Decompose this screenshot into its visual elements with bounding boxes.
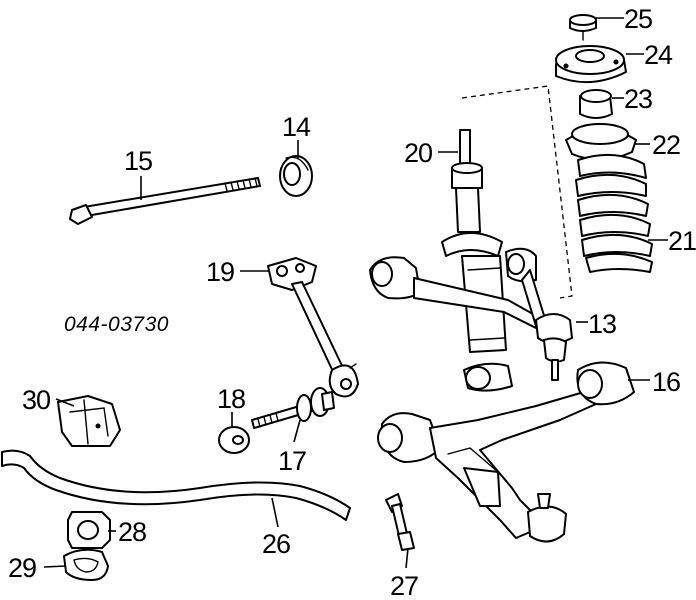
callout-21: 21 [668, 226, 696, 256]
part-18-washer [218, 426, 250, 454]
part-15-long-bolt [69, 177, 261, 225]
callout-13: 13 [588, 309, 616, 339]
callout-23: 23 [624, 84, 652, 114]
callout-25: 25 [624, 4, 652, 34]
callout-20: 20 [404, 138, 432, 168]
part-19-link-rod [267, 257, 359, 398]
part-28-bushing [67, 511, 111, 549]
part-30-bracket [57, 395, 121, 447]
part-14-bushing [279, 155, 313, 197]
callout-22: 22 [652, 130, 680, 160]
part-24-strut-mount [555, 45, 627, 84]
assembly-dashed-outline [461, 85, 573, 299]
callout-24: 24 [644, 40, 673, 70]
part-27-end-link [385, 493, 415, 551]
callout-14: 14 [282, 112, 311, 142]
callout-27: 27 [390, 571, 418, 600]
part-29-clamp [63, 548, 109, 581]
callout-18: 18 [217, 384, 245, 414]
callout-16: 16 [652, 367, 680, 397]
part-13-upper-arm [369, 247, 573, 381]
callout-30: 30 [22, 385, 50, 415]
part-23-spring-seat [579, 89, 613, 119]
callout-17: 17 [278, 446, 306, 476]
callout-29: 29 [8, 553, 36, 583]
part-25-nut [569, 14, 597, 41]
part-16-lower-arm [377, 361, 635, 543]
part-20-shock-absorber [441, 129, 513, 392]
callout-26: 26 [262, 529, 290, 559]
callout-19: 19 [206, 257, 234, 287]
part-26-stabilizer-bar [1, 449, 351, 521]
catalog-number: 044-03730 [64, 313, 169, 336]
part-17-adjust-bolt [251, 387, 335, 429]
callout-28: 28 [118, 517, 146, 547]
part-21-coil-spring [575, 153, 653, 273]
leader-lines [43, 17, 668, 569]
callout-labels: 15 14 19 18 17 30 26 28 29 27 20 13 16 2… [8, 4, 696, 600]
part-22-bump-stop [565, 123, 637, 161]
callout-15: 15 [124, 146, 152, 176]
